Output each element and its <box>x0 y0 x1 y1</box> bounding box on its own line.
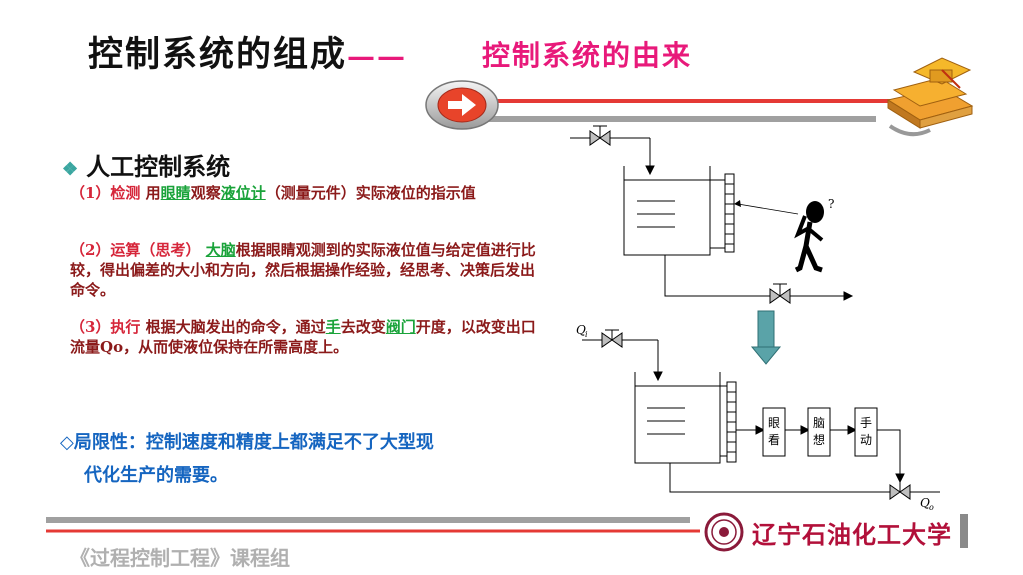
university-seal-icon <box>704 512 744 552</box>
limitation-line-1: ◇局限性：控制速度和精度上都满足不了大型现 <box>60 432 434 453</box>
bottom-tank <box>634 372 940 500</box>
course-footer: 《过程控制工程》课程组 <box>70 546 290 570</box>
step-text: 观察 <box>190 184 221 202</box>
highlight-hand: 手 <box>325 318 341 336</box>
step-text: 根据大脑发出的命令，通过 <box>140 318 326 336</box>
block-brain: 脑 想 <box>807 407 831 457</box>
arrow-right-icon[interactable] <box>424 79 500 131</box>
step-tag: （2）运算（思考） <box>70 241 201 259</box>
step-tag: （3）执行 <box>70 318 141 336</box>
footer-edge-bar <box>960 514 968 548</box>
svg-text:看: 看 <box>768 433 780 447</box>
qo-label: Q <box>920 496 930 510</box>
svg-text:脑: 脑 <box>813 416 825 430</box>
step-tag: （1）检测 <box>70 184 141 202</box>
highlight-brain: 大脑 <box>205 241 236 259</box>
step-text: 开度，以改变出口流量Qo，从而使液位保持在所需高度上。 <box>70 318 536 356</box>
page-title: 控制系统的组成—— <box>88 26 407 77</box>
qi-label: Q <box>576 323 586 337</box>
svg-text:手: 手 <box>860 416 872 430</box>
top-inlet <box>570 125 655 176</box>
down-arrow-icon <box>750 310 782 365</box>
svg-text:动: 动 <box>860 433 872 447</box>
step-execute: （3）执行 根据大脑发出的命令，通过手去改变阀门开度，以改变出口流量Qo，从而使… <box>70 317 540 357</box>
svg-text:眼: 眼 <box>768 416 780 430</box>
title-dash: —— <box>347 40 408 73</box>
step-compute: （2）运算（思考） 大脑根据眼睛观测到的实际液位值与给定值进行比较，得出偏差的大… <box>70 240 540 300</box>
step-text: （测量元件）实际液位的指示值 <box>265 184 476 202</box>
step-detect: （1）检测 用眼睛观察液位计（测量元件）实际液位的指示值 <box>70 183 540 203</box>
svg-text:想: 想 <box>813 432 825 447</box>
block-hand: 手 动 <box>854 407 878 457</box>
page-subtitle: 控制系统的由来 <box>482 39 693 72</box>
svg-text:?: ? <box>828 197 834 211</box>
step-text: 根据眼睛观测到的实际液位值与给定值进行比较，得出偏差的大小和方向，然后根据操作经… <box>70 241 536 299</box>
step-text: 去改变 <box>340 318 386 336</box>
qo-subscript: o <box>929 503 934 512</box>
highlight-valve: 阀门 <box>385 318 416 336</box>
graduation-books-icon <box>880 48 980 138</box>
bottom-inlet <box>582 329 663 382</box>
university-name: 辽宁石油化工大学 <box>752 520 952 549</box>
section-heading-text: 人工控制系统 <box>86 152 231 181</box>
highlight-level-gauge: 液位计 <box>220 184 266 202</box>
process-diagram: ? Q i <box>570 125 940 512</box>
limitation-note: ◇局限性：控制速度和精度上都满足不了大型现 代化生产的需要。 <box>60 426 540 492</box>
section-heading: ❖ 人工控制系统 <box>62 147 230 182</box>
diamond-bullet-icon: ❖ <box>62 159 79 180</box>
qi-subscript: i <box>585 330 588 339</box>
title-main-text: 控制系统的组成 <box>88 34 348 75</box>
top-tank <box>623 166 854 304</box>
block-eye: 眼 看 <box>762 407 786 457</box>
thinking-person-icon: ? <box>734 197 834 273</box>
highlight-eyes: 眼睛 <box>160 184 191 202</box>
step-text: 用 <box>140 184 161 202</box>
limitation-line-2: 代化生产的需要。 <box>84 465 228 486</box>
